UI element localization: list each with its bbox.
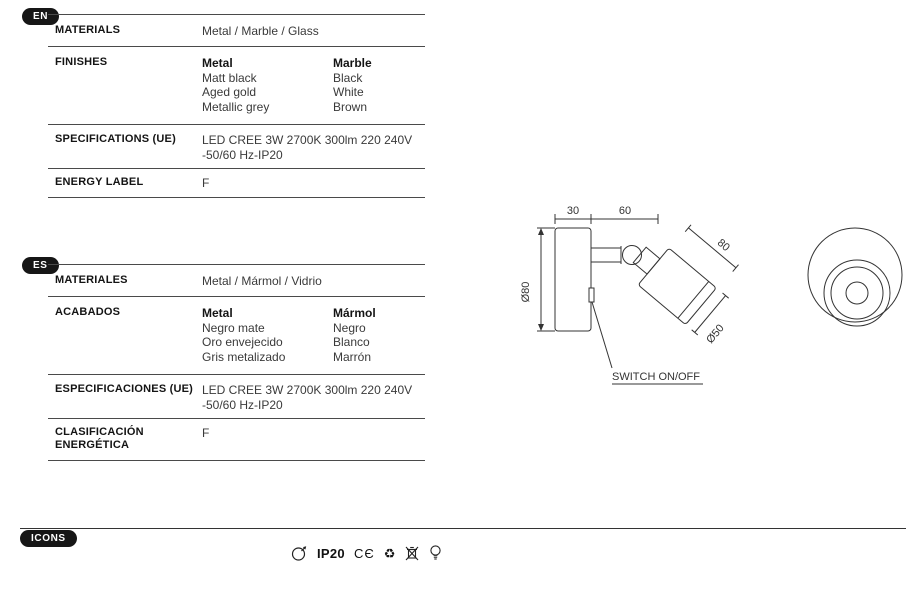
dim-d50-label: Ø50 [704,322,727,346]
especificaciones-row: ESPECIFICACIONES (UE) LED CREE 3W 2700K … [48,375,425,419]
specifications-line1: LED CREE 3W 2700K 300lm 220 240V [202,133,413,147]
dim-d80-label: Ø80 [520,282,532,303]
materials-value: Metal / Marble / Glass [202,24,319,38]
finishes-metal-item: Aged gold [202,85,257,99]
ip20-rating-label: IP20 [317,545,345,561]
acabados-metal-item: Negro mate [202,320,265,335]
finishes-row: FINISHES Metal Matt black Aged gold Meta… [48,47,425,125]
clasificacion-row: CLASIFICACIÓN ENERGÉTICA F [48,419,425,461]
especificaciones-line2: -50/60 Hz-IP20 [202,397,283,412]
arrowhead-down [538,324,544,331]
acabados-marble-item: Blanco [333,335,370,349]
certification-icons-row: IP20 CЄ ♻ [290,542,442,564]
energy-label-row: ENERGY LABEL F [48,169,425,198]
acabados-metal-title: Metal [202,306,233,320]
acabados-row: ACABADOS Metal Negro mate Oro envejecido… [48,297,425,375]
recyclable-icon: ♻ [383,545,396,561]
dim-60-label: 60 [619,205,631,217]
acabados-metal-item: Gris metalizado [202,349,286,364]
especificaciones-line1: LED CREE 3W 2700K 300lm 220 240V [202,383,413,397]
clasificacion-label: CLASIFICACIÓN ENERGÉTICA [55,426,144,451]
acabados-marble-title: Mármol [333,306,376,320]
en-language-badge: EN [22,8,60,25]
materiales-label: MATERIALES [55,274,128,286]
finishes-marble-item: Brown [333,99,368,114]
acabados-marble-column: Mármol Negro Blanco Marrón [333,306,376,374]
specifications-label: SPECIFICATIONS (UE) [55,133,176,145]
finishes-metal-item: Metallic grey [202,99,270,114]
finishes-marble-title: Marble [333,56,372,70]
finishes-marble-item: Black [333,70,363,85]
icons-divider [20,528,906,529]
finishes-marble-column: Marble Black White Brown [333,56,372,124]
finishes-metal-item: Matt black [202,70,257,85]
clasificacion-value: F [202,426,210,440]
especificaciones-label: ESPECIFICACIONES (UE) [55,383,194,395]
acabados-value: Metal Negro mate Oro envejecido Gris met… [202,306,376,374]
finishes-metal-column: Metal Matt black Aged gold Metallic grey [202,56,333,124]
bulb-icon [430,545,441,560]
switch-on-off-label: SWITCH ON/OFF [612,371,700,383]
acabados-label: ACABADOS [55,306,121,318]
orientable-icon [291,546,307,561]
finishes-label: FINISHES [55,56,108,68]
materiales-row: MATERIALES Metal / Mármol / Vidrio [48,265,425,297]
ce-mark-icon: CЄ [353,545,375,561]
specifications-line2: -50/60 Hz-IP20 [202,147,283,162]
acabados-metal-column: Metal Negro mate Oro envejecido Gris met… [202,306,333,374]
especificaciones-value: LED CREE 3W 2700K 300lm 220 240V -50/60 … [202,383,412,418]
icons-section-badge: ICONS [20,530,77,547]
dim-80-label: 80 [715,237,732,254]
materiales-value: Metal / Mármol / Vidrio [202,274,322,288]
technical-drawing-svg: 30 60 Ø80 80 Ø50 SWITCH ON/OFF [520,205,903,385]
en-spec-table: MATERIALS Metal / Marble / Glass FINISHE… [48,14,425,198]
acabados-marble-item: Negro [333,320,366,335]
acabados-metal-item: Oro envejecido [202,335,283,349]
finishes-metal-title: Metal [202,56,233,70]
es-language-badge: ES [22,257,59,274]
specifications-value: LED CREE 3W 2700K 300lm 220 240V -50/60 … [202,133,412,168]
arrowhead-up [538,228,544,235]
finishes-value: Metal Matt black Aged gold Metallic grey… [202,56,372,124]
materials-label: MATERIALS [55,24,121,36]
finishes-marble-item: White [333,85,364,99]
specifications-row: SPECIFICATIONS (UE) LED CREE 3W 2700K 30… [48,125,425,169]
dim-30-label: 30 [567,205,579,217]
energy-value: F [202,176,210,190]
energy-label: ENERGY LABEL [55,176,144,188]
acabados-marble-item: Marrón [333,349,372,364]
materials-row: MATERIALS Metal / Marble / Glass [48,15,425,47]
es-spec-table: MATERIALES Metal / Mármol / Vidrio ACABA… [48,264,425,461]
crossed-bin-icon [405,546,419,561]
